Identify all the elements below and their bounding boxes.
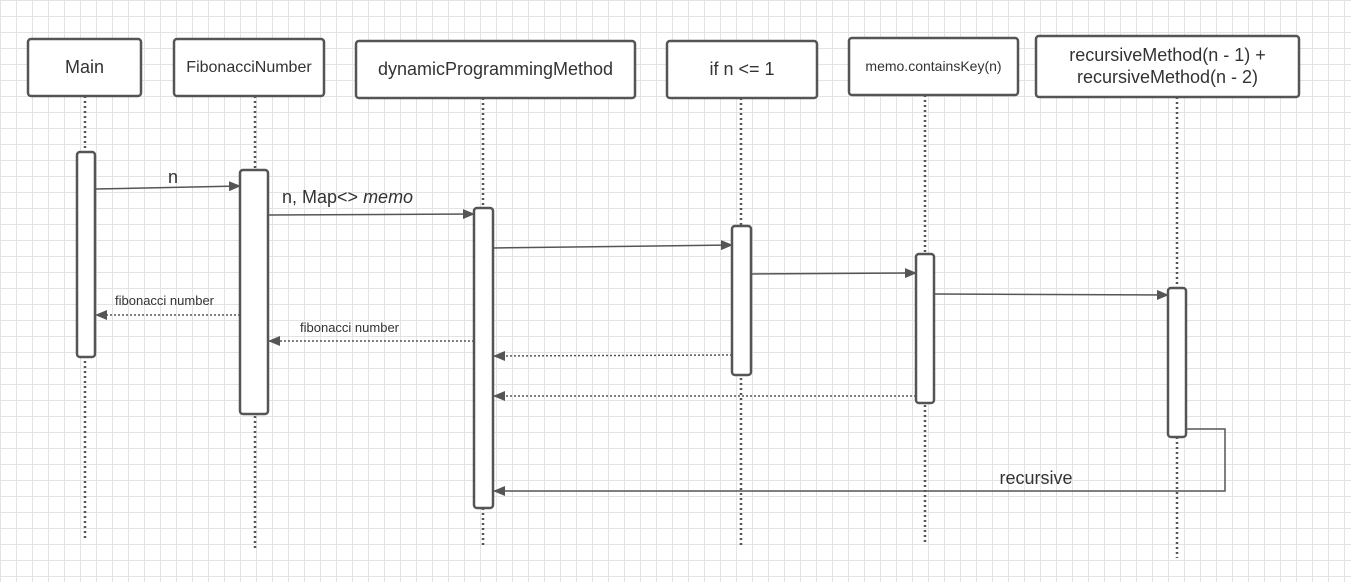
return-arrow-if-to-dpm[interactable]: [493, 350, 733, 361]
message-label-italic-part: memo: [363, 187, 413, 207]
message-arrow-dpm-to-if[interactable]: [492, 240, 733, 251]
activation-if-n[interactable]: [730, 224, 753, 377]
participant-box: [847, 36, 1020, 97]
activation-memo-contains-key[interactable]: [914, 252, 936, 405]
participant-box: [26, 37, 143, 98]
message-label-plain-part: n, Map<>: [282, 187, 363, 207]
message-arrow-fibonacci-to-dpm[interactable]: [267, 209, 475, 220]
recursive-return-arrow[interactable]: [493, 428, 1226, 496]
message-arrow-memo-to-recursive[interactable]: [933, 289, 1169, 300]
participant-label: if n <= 1: [709, 59, 774, 79]
message-label-n: n: [168, 167, 178, 187]
participant-box: [172, 37, 326, 98]
participant-main[interactable]: Main: [26, 37, 143, 98]
participant-label: memo.containsKey(n): [865, 58, 1001, 74]
activation-fibonacci-number[interactable]: [238, 168, 270, 416]
participant-memo-contains-key[interactable]: memo.containsKey(n): [847, 36, 1020, 97]
message-label-recursive: recursive: [999, 468, 1072, 488]
participant-box: [665, 39, 819, 100]
participant-fibonacci-number[interactable]: FibonacciNumber: [172, 37, 326, 98]
participant-label: FibonacciNumber: [186, 59, 312, 76]
return-label-fibonacci-number-main: fibonacci number: [115, 293, 215, 308]
participant-dynamic-programming-method[interactable]: dynamicProgrammingMethod: [354, 39, 637, 100]
messages: [94, 181, 1226, 496]
activation-main[interactable]: [75, 150, 97, 359]
participant-box: [1034, 34, 1301, 99]
participant-if-n[interactable]: if n <= 1: [665, 39, 819, 100]
participant-label: dynamicProgrammingMethod: [378, 59, 613, 79]
activation-dynamic-programming-method[interactable]: [472, 206, 495, 510]
participant-label-line-2: recursiveMethod(n - 2): [1077, 67, 1258, 87]
return-label-fibonacci-number-dpm: fibonacci number: [300, 320, 400, 335]
message-label-n-map-memo: n, Map<> memo: [282, 187, 413, 207]
message-arrow-main-to-fibonacci[interactable]: [94, 181, 241, 192]
message-arrow-if-to-memo[interactable]: [750, 268, 917, 279]
participant-label-line-1: recursiveMethod(n - 1) +: [1069, 45, 1266, 65]
participant-recursive-method[interactable]: recursiveMethod(n - 1) + recursiveMethod…: [1034, 34, 1301, 99]
activation-recursive-method[interactable]: [1166, 286, 1188, 439]
activations: [75, 150, 1188, 510]
participant-label: Main: [65, 57, 104, 77]
participant-box: [354, 39, 637, 100]
